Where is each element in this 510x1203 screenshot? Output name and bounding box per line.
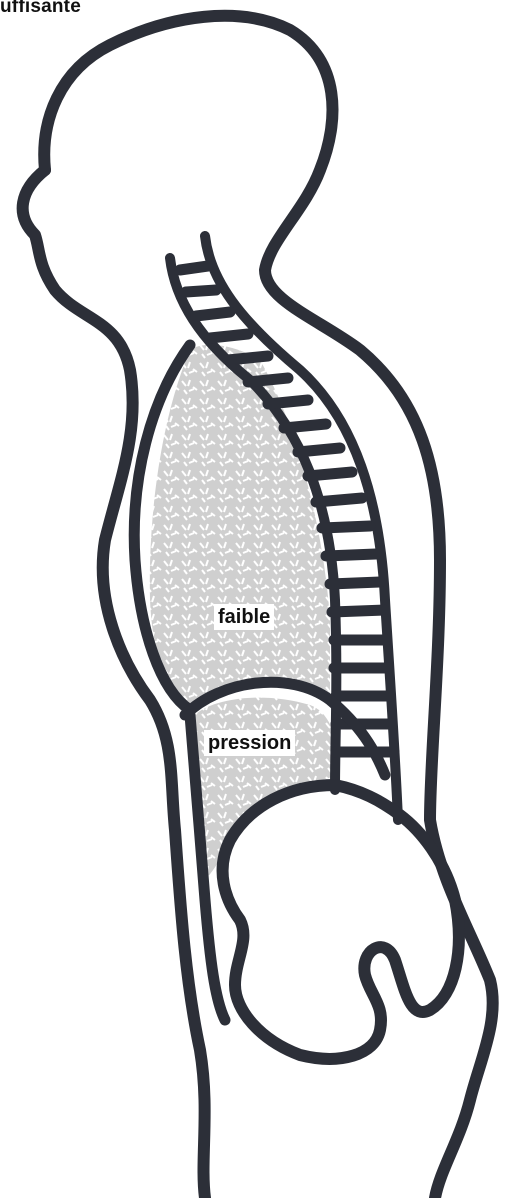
pelvis-outline — [223, 785, 459, 1059]
label-faible: faible — [214, 604, 274, 630]
label-pression: pression — [204, 730, 295, 756]
heading-fragment: uffisante — [0, 0, 81, 18]
